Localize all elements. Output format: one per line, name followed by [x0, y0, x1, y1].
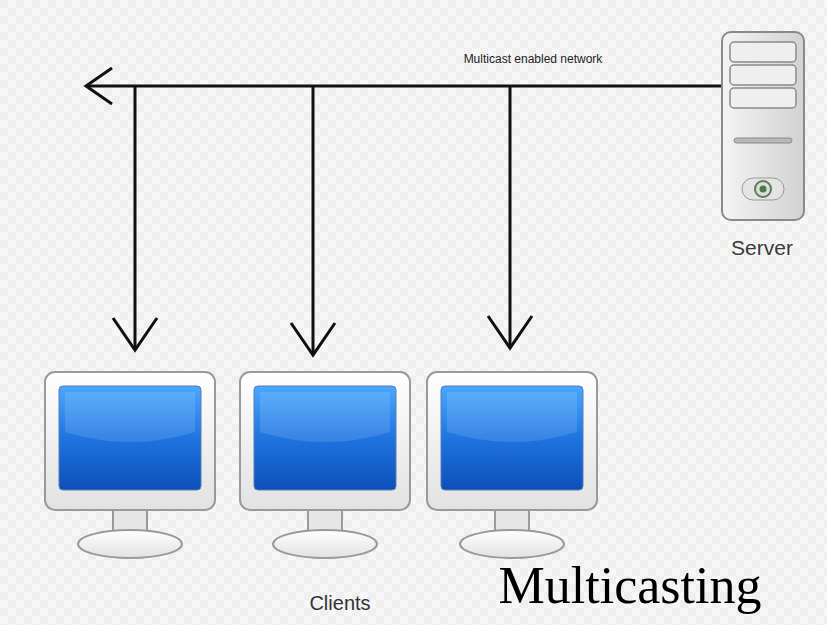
title-label: Multicasting	[499, 557, 762, 614]
server-icon	[712, 28, 812, 228]
client-monitor	[427, 372, 597, 558]
client-monitor	[240, 372, 410, 558]
server-label: Server	[712, 236, 812, 260]
group-label: Clients	[309, 592, 370, 614]
network-lines	[86, 68, 722, 355]
server-node: Server	[712, 28, 812, 260]
client-monitor	[45, 372, 215, 558]
network-label: Multicast enabled network	[464, 53, 603, 66]
